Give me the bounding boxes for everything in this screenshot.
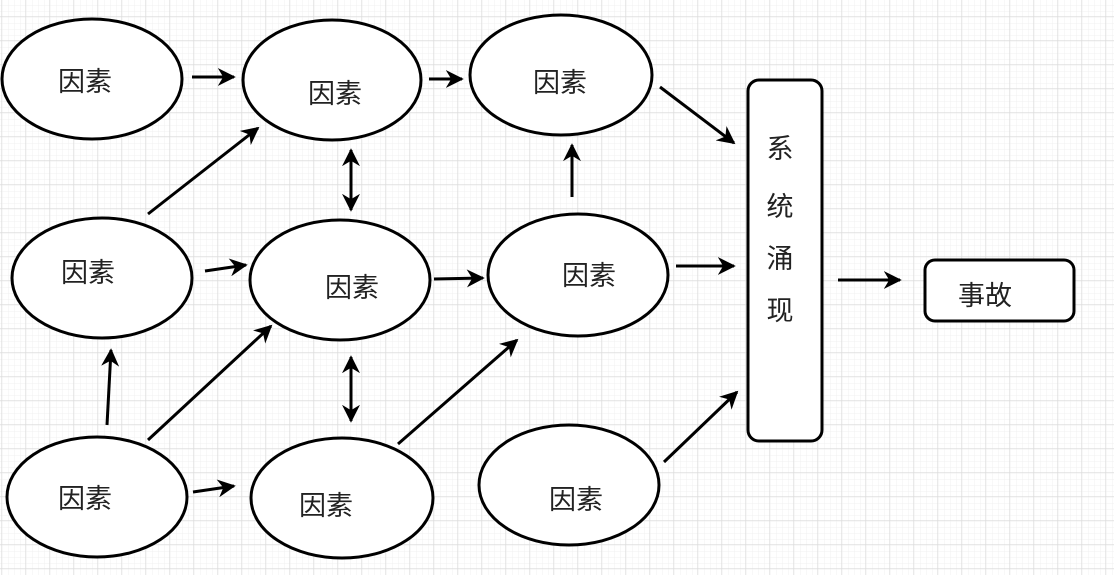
factor-label: 因素 xyxy=(299,491,353,522)
factor-ellipse xyxy=(468,13,654,137)
edge-f9-emergence xyxy=(662,390,739,464)
edge-f3-emergence xyxy=(659,85,736,145)
factor-label: 因素 xyxy=(562,261,616,292)
accident-label: 事故 xyxy=(958,281,1012,312)
factor-ellipse xyxy=(10,216,194,340)
emergence-char-4: 现 xyxy=(767,296,794,327)
factor-ellipse xyxy=(486,212,670,338)
factor-ellipse xyxy=(5,435,189,559)
node-factor-8[interactable]: 因素 xyxy=(249,436,435,560)
factor-ellipse xyxy=(0,17,184,141)
node-factor-6[interactable]: 因素 xyxy=(486,212,670,338)
factor-label: 因素 xyxy=(308,79,362,110)
edge-f7-f5 xyxy=(146,324,273,442)
factor-ellipse xyxy=(477,423,661,547)
edge-f5-f6 xyxy=(433,269,485,288)
factor-ellipse xyxy=(248,218,432,342)
factor-label: 因素 xyxy=(533,68,587,99)
edge-f8-f6 xyxy=(397,338,519,446)
node-system-emergence[interactable]: 系 统 涌 现 xyxy=(746,78,824,443)
emergence-char-2: 统 xyxy=(767,192,794,223)
factor-label: 因素 xyxy=(61,258,115,289)
node-factor-5[interactable]: 因素 xyxy=(248,218,432,342)
factor-ellipse xyxy=(249,436,435,560)
node-factor-3[interactable]: 因素 xyxy=(468,13,654,137)
factor-label: 因素 xyxy=(58,67,112,98)
edge-f7-f8 xyxy=(192,479,236,498)
accident-box xyxy=(923,258,1076,323)
emergence-char-1: 系 xyxy=(767,134,794,165)
edge-f4-f2 xyxy=(147,126,260,216)
edge-f4-f5 xyxy=(204,258,248,277)
factor-ellipse xyxy=(241,18,423,142)
factor-label: 因素 xyxy=(325,273,379,304)
edge-f7-f4 xyxy=(101,348,120,426)
node-accident[interactable]: 事故 xyxy=(923,258,1076,323)
node-factor-4[interactable]: 因素 xyxy=(10,216,194,340)
emergence-box xyxy=(746,78,824,443)
edges-layer xyxy=(101,68,902,498)
emergence-char-3: 涌 xyxy=(767,244,794,275)
factor-label: 因素 xyxy=(58,484,112,515)
factor-label: 因素 xyxy=(549,485,603,516)
node-factor-7[interactable]: 因素 xyxy=(5,435,189,559)
node-factor-1[interactable]: 因素 xyxy=(0,17,184,141)
node-factor-9[interactable]: 因素 xyxy=(477,423,661,547)
node-factor-2[interactable]: 因素 xyxy=(241,18,423,142)
